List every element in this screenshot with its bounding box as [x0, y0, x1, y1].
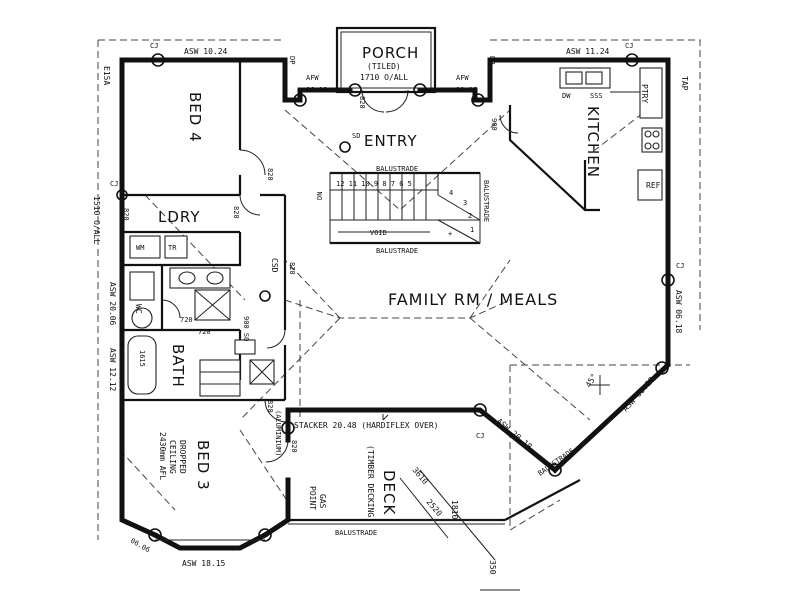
stair-down-label: DN — [316, 192, 324, 200]
kitchen-label: KITCHEN — [584, 106, 602, 178]
dim-350: 350 — [488, 560, 497, 575]
cj-right: CJ — [676, 262, 684, 270]
shelf-size: 900 SQ — [242, 316, 250, 341]
door-swings — [161, 89, 519, 463]
cnv-bottom-left: 06.06 — [129, 537, 151, 554]
afw-dim-right: 18.06 — [456, 86, 477, 94]
pantry-label: PTRY — [640, 84, 649, 103]
entry-label: ENTRY — [364, 132, 418, 150]
fridge-label: REF — [646, 181, 661, 190]
sink-label: SSS — [590, 92, 603, 100]
dishwasher-label: DW — [562, 92, 571, 100]
stair-number-4: 4 — [449, 189, 453, 197]
cj-left: CJ — [110, 180, 118, 188]
door-820-bed4: 820 — [266, 168, 274, 181]
csd-label: CSD — [270, 258, 279, 273]
void-plus: + — [448, 230, 452, 238]
ceiling-note-2: CEILING — [168, 440, 177, 474]
door-900-kitchen: 900 — [490, 118, 498, 131]
afw-dim-left: 06.06 — [306, 86, 327, 94]
gas-point-2: POINT — [308, 486, 317, 510]
balustrade-deck: BALUSTRADE — [335, 529, 377, 537]
dim-3610: 3610 — [410, 466, 429, 487]
porch-label: PORCH — [362, 44, 419, 62]
asw-left-2: ASW 12.12 — [108, 348, 117, 392]
wet-area-fixtures — [127, 235, 275, 397]
porch-note-2: 1710 O/ALL — [360, 73, 408, 82]
balustrade-bottom: BALUSTRADE — [376, 247, 418, 255]
asw-angle-2: ASW 20.18 — [495, 417, 534, 452]
door-820-left: 820 — [122, 208, 130, 221]
asw-angle-1: ASW 06.18 — [621, 375, 657, 413]
staircase: 12 11 10 9 8 7 6 5 4 3 2 1 DN VOID + BAL… — [316, 165, 490, 255]
door-820-porch: 820 — [358, 96, 366, 109]
downpipe-left: DP — [288, 56, 296, 64]
bath-length: 1615 — [138, 350, 146, 367]
stair-number-2: 2 — [468, 212, 472, 220]
cj-top-right: CJ — [625, 42, 633, 50]
bed3-label: BED 3 — [194, 440, 212, 491]
door-820-csd: 820 — [288, 262, 296, 275]
aluminium-label: (ALUMINIUM) — [274, 410, 282, 456]
door-720-wc: 720 — [180, 316, 193, 324]
balustrade-top: BALUSTRADE — [376, 165, 418, 173]
deck-note: (TIMBER DECKING) — [366, 445, 375, 522]
stacker-label: STACKER 20.48 (HARDIFLEX OVER) — [294, 421, 439, 430]
afw-right: AFW — [456, 74, 469, 82]
ceiling-note-3: 2430mm AFL — [158, 432, 167, 480]
downpipe-right: DP — [488, 56, 496, 64]
roof-hip-lines — [97, 39, 701, 540]
stair-number-1: 1 — [470, 226, 474, 234]
family-room-label: FAMILY RM / MEALS — [388, 290, 558, 309]
wc-label: WC — [134, 304, 143, 314]
smoke-detector-label: SD — [352, 132, 360, 140]
cj-top-left: CJ — [150, 42, 158, 50]
tap-label: TAP — [680, 76, 689, 91]
stair-number-3: 3 — [463, 199, 467, 207]
door-820-ldry: 820 — [232, 206, 240, 219]
asw-right: ASW 06.18 — [674, 290, 683, 334]
void-label: VOID — [370, 229, 387, 237]
bed4-label: BED 4 — [186, 92, 204, 143]
annotation-labels: STACKER 20.48 (HARDIFLEX OVER) CSD DROPP… — [110, 42, 689, 510]
downpipe-markers — [116, 53, 675, 542]
interior-walls — [122, 62, 600, 402]
cj-deck: CJ — [476, 432, 484, 440]
afw-left: AFW — [306, 74, 319, 82]
stair-tread-label: 12 11 10 9 8 7 6 5 — [336, 180, 412, 188]
gas-point-1: GAS — [318, 494, 327, 509]
ldry-label: LDRY — [158, 208, 201, 226]
washing-machine-label: WM — [136, 244, 144, 252]
deck-label: DECK — [380, 470, 398, 516]
door-820-deck: 820 — [290, 440, 298, 453]
kitchen-fixtures — [559, 67, 663, 201]
ceiling-note-1: DROPPED — [178, 440, 187, 474]
overall-left: 1510 O/ALL — [92, 196, 101, 244]
door-720-bath: 720 — [198, 328, 211, 336]
bath-label: BATH — [169, 344, 187, 388]
balustrade-side: BALUSTRADE — [482, 180, 490, 222]
porch-walls — [335, 26, 437, 94]
asw-top-left: ASW 10.24 — [184, 47, 228, 56]
e15a-label: E15A — [102, 66, 111, 85]
dim-2520: 2520 — [424, 498, 443, 519]
dim-1810: 1810 — [450, 500, 459, 519]
dimension-lines — [382, 414, 520, 591]
door-820-bed3: 820 — [266, 400, 274, 413]
trough-label: TR — [168, 244, 177, 252]
angle-label: 45° — [584, 372, 599, 389]
room-labels: PORCH (TILED) 1710 O/ALL ENTRY BED 4 LDR… — [134, 44, 661, 522]
asw-bottom: ASW 18.15 — [182, 559, 226, 568]
porch-note-1: (TILED) — [367, 62, 401, 71]
asw-left-1: ASW 20.06 — [108, 282, 117, 326]
asw-top-right: ASW 11.24 — [566, 47, 610, 56]
